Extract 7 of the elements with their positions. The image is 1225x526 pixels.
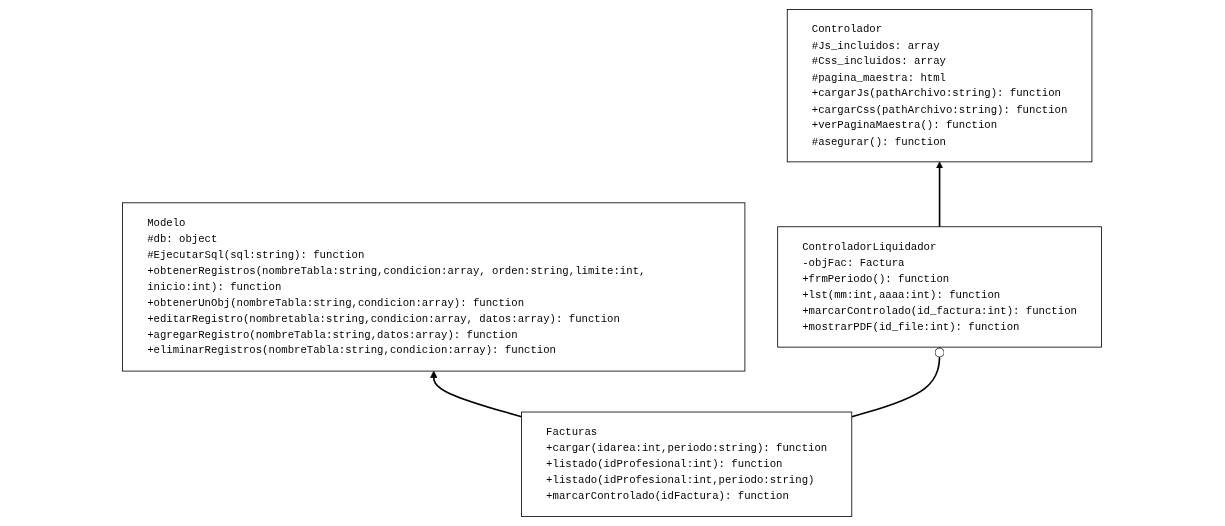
arrow [430, 370, 523, 418]
node-box: Modelo #db: object #EjecutarSql(sql:string): function +obtenerRegistros(nombreTabla:string,condicion:array, orden:string,limite:int, inicio:int): function +obtenerUnObj(nombreTabla:string,condicion:array): function +editarRegistro(nombretabla:string,condicion:array, datos:array): function +agregarRegistro(nombreTabla:string,datos:array): function +eliminarRegistros(nombreTabla:string,condicion:array): function [122, 202, 746, 372]
arrow [936, 161, 944, 228]
node-box: Controlador #Js_incluidos: array #Css_incluidos: array #pagina_maestra: html +cargarJs(pathArchivo:string): function +cargarCss(pathArchivo:string): function +verPaginaMaestra(): function #asegurar(): function [787, 9, 1093, 163]
connector [851, 346, 945, 418]
node-box: Facturas +cargar(idarea:int,periodo:string): function +listado(idProfesional:int): function +listado(idProfesional:int,periodo:string) +marcarControlado(idFactura): function [521, 411, 853, 517]
node-box: ControladorLiquidador -objFac: Factura +frmPeriodo(): function +lst(mm:int,aaaa:int): function +marcarControlado(id_factura:int): function +mostrarPDF(id_file:int): function [777, 226, 1103, 348]
